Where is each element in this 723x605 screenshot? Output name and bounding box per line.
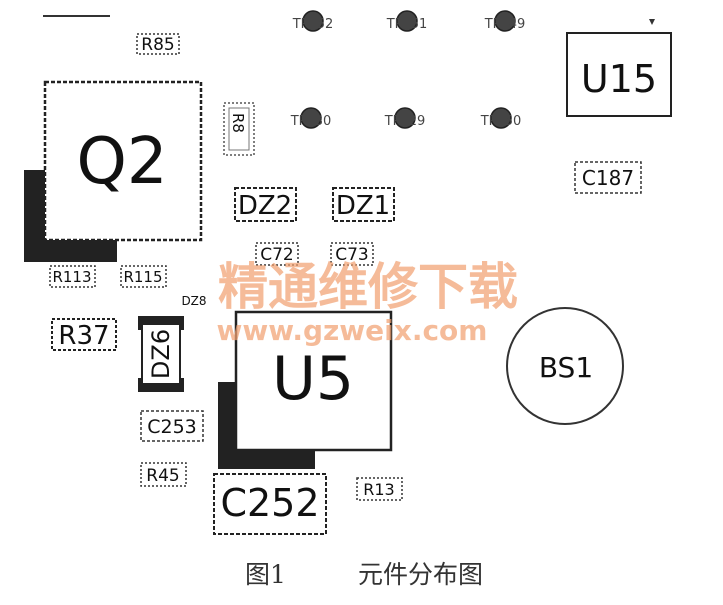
bs1-outline: [506, 307, 624, 425]
c187-outline: [574, 161, 642, 194]
c253-label: C253: [147, 416, 197, 438]
c73-outline: [330, 242, 374, 266]
tp429-pad: [394, 107, 416, 129]
dz2-outline: [234, 187, 297, 222]
c72-outline: [255, 242, 299, 266]
r115-outline: [120, 265, 167, 288]
dz1-outline: [332, 187, 395, 222]
u15-outline: [566, 32, 672, 117]
c187-label: C187: [582, 166, 634, 190]
figure-title: 元件分布图: [358, 560, 483, 589]
q2-pad: [24, 170, 117, 262]
tp430-label: TP430: [290, 114, 332, 129]
watermark-title: 精通维修下载: [218, 258, 518, 316]
r113-label: R113: [52, 268, 91, 286]
tp429-label: TP429: [384, 114, 426, 129]
r115-label: R115: [123, 268, 162, 286]
tp451-label: TP451: [386, 17, 428, 32]
r85-outline: [136, 33, 180, 55]
dz6-label: DZ6: [147, 329, 175, 379]
q2-label: Q2: [76, 125, 167, 199]
q2-outline: [43, 80, 203, 242]
tp450-pad: [490, 107, 512, 129]
tp451-pad: [396, 10, 418, 32]
c253-outline: [140, 410, 204, 442]
dz6-outline: [141, 323, 181, 385]
tp449-pad: [494, 10, 516, 32]
tp452-pad: [302, 10, 324, 32]
r13-outline: [356, 477, 403, 501]
u5-label: U5: [272, 344, 354, 414]
tp450-label: TP450: [480, 114, 522, 129]
r45-outline: [140, 462, 187, 487]
c252-label: C252: [220, 481, 319, 525]
tp452-label: TP452: [292, 17, 334, 32]
r8-outline: [223, 102, 255, 156]
dz1-label: DZ1: [336, 191, 390, 221]
c73-label: C73: [335, 245, 369, 265]
u5-pad: [218, 382, 315, 469]
tp449-label: TP449: [484, 17, 526, 32]
r8-inner-outline: [228, 107, 250, 151]
c72-label: C72: [260, 245, 294, 265]
r85-label: R85: [141, 35, 174, 55]
r37-label: R37: [58, 321, 109, 351]
r8-label: R8: [229, 113, 247, 133]
watermark-url: www.gzweix.com: [217, 314, 488, 347]
dz8-label: DZ8: [181, 294, 206, 308]
u15-pin1-marker: [649, 19, 655, 25]
dz2-label: DZ2: [238, 191, 292, 221]
r13-label: R13: [363, 480, 394, 499]
r37-outline: [51, 318, 117, 351]
u5-outline: [234, 310, 393, 452]
figure-number: 图1: [245, 560, 286, 589]
c252-outline: [213, 473, 327, 535]
u15-label: U15: [581, 57, 657, 101]
r45-label: R45: [146, 466, 179, 486]
bs1-label: BS1: [539, 351, 593, 384]
r113-outline: [49, 265, 96, 288]
tp430-pad: [300, 107, 322, 129]
